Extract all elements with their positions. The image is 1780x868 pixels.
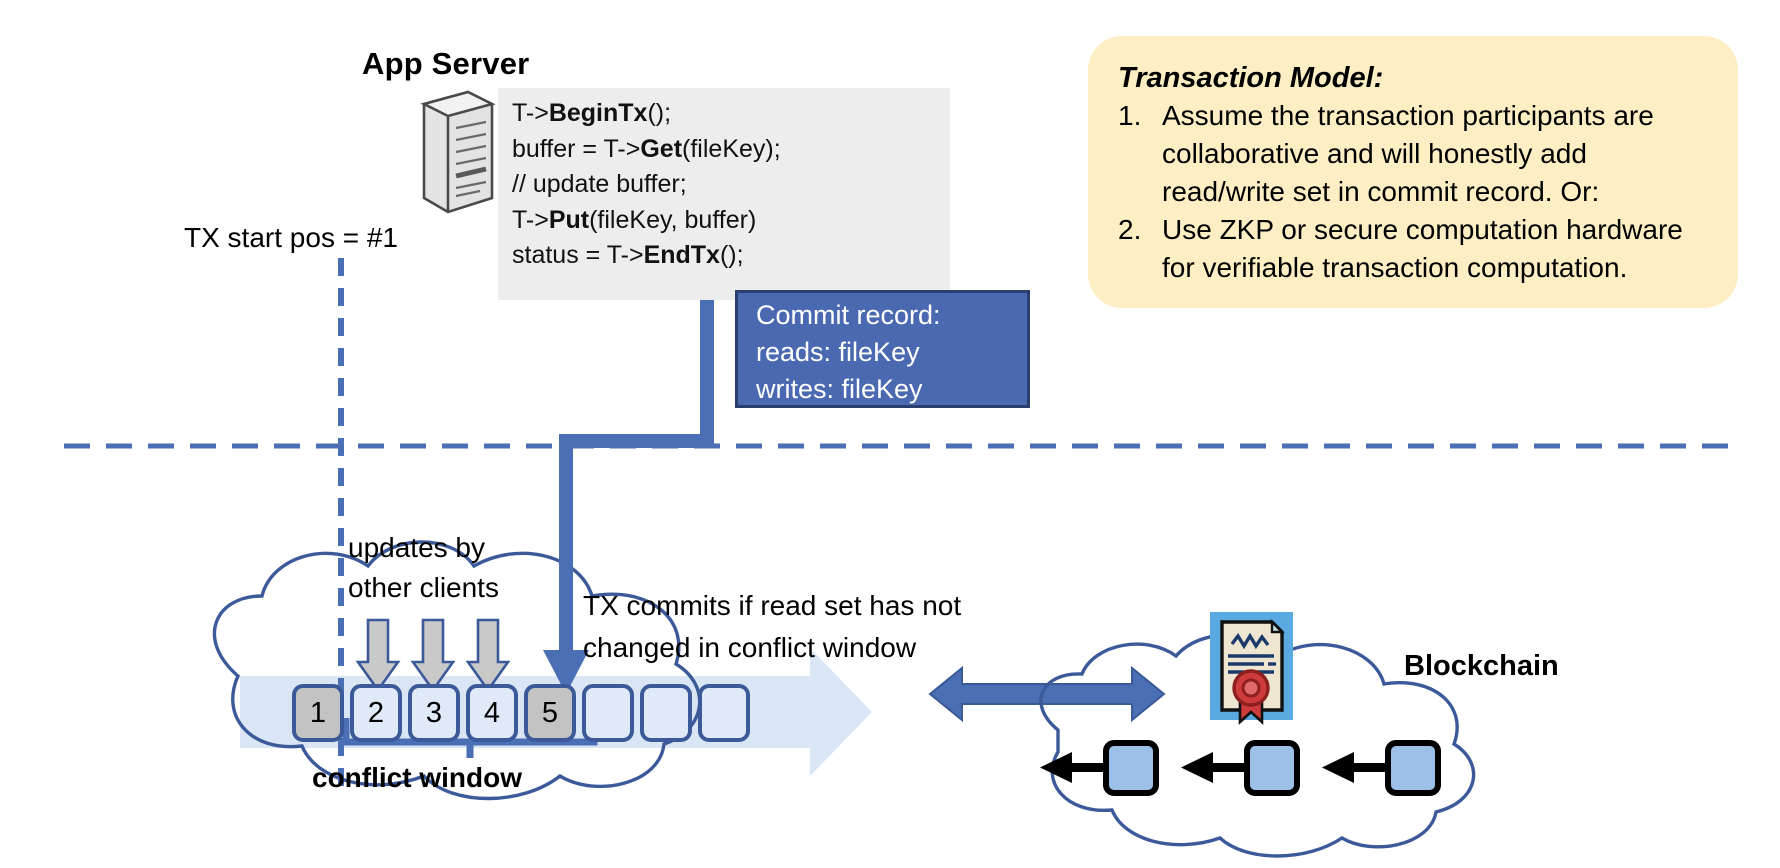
certificate-seal-icon [1210,612,1293,725]
commit-record-line: reads: fileKey [756,337,920,367]
ledger-block[interactable] [698,684,750,742]
ledger-block[interactable]: 4 [466,684,518,742]
commit-flow-arrow [543,300,714,694]
ledger-block[interactable]: 5 [524,684,576,742]
conflict-window-label: conflict window [312,762,522,793]
code-line: // update buffer; [512,170,687,198]
server-tower-icon [420,90,496,214]
ledger-block-row: 1 2 3 4 5 [292,684,750,742]
sync-double-arrow [928,665,1166,723]
update-arrows [355,618,511,693]
code-line: status = T->EndTx(); [512,241,744,269]
transaction-model-title: Transaction Model: [1118,62,1384,94]
list-number: 2. [1118,214,1142,245]
conflict-window-brace [342,718,598,758]
list-text: Assume the transaction participants are … [1162,100,1654,207]
chain-link-arrows [1040,752,1388,783]
app-server-title: App Server [362,46,530,81]
ledger-block[interactable]: 1 [292,684,344,742]
blockchain-label: Blockchain [1404,650,1559,682]
ledger-block[interactable] [640,684,692,742]
transaction-model-box: Transaction Model: 1. Assume the transac… [1088,36,1738,308]
code-line: buffer = T->Get(fileKey); [512,134,781,163]
updates-by-other-clients-label: updates by other clients [348,532,499,603]
ledger-cloud [212,540,702,801]
tx-commits-condition-label: TX commits if read set has not changed i… [583,590,962,663]
chain-block[interactable] [1385,740,1441,796]
blockchain-cloud [1039,633,1476,858]
chain-block[interactable] [1103,740,1159,796]
code-line: T->BeginTx(); [512,99,672,127]
list-number: 1. [1118,100,1142,131]
chain-block[interactable] [1244,740,1300,796]
commit-record-line: Commit record: [756,300,941,330]
transaction-model-item: 2. Use ZKP or secure computation hardwar… [1118,211,1712,287]
commit-record-box: Commit record: reads: fileKey writes: fi… [735,290,1030,408]
ledger-block[interactable]: 3 [408,684,460,742]
code-line: T->Put(fileKey, buffer) [512,205,757,234]
transaction-model-item: 1. Assume the transaction participants a… [1118,97,1712,211]
ledger-block[interactable] [582,684,634,742]
tx-start-pos-label: TX start pos = #1 [184,222,398,253]
app-server-code-block: T->BeginTx(); buffer = T->Get(fileKey); … [498,88,950,300]
commit-record-line: writes: fileKey [756,374,923,404]
list-text: Use ZKP or secure computation hardware f… [1162,214,1683,283]
ledger-block[interactable]: 2 [350,684,402,742]
